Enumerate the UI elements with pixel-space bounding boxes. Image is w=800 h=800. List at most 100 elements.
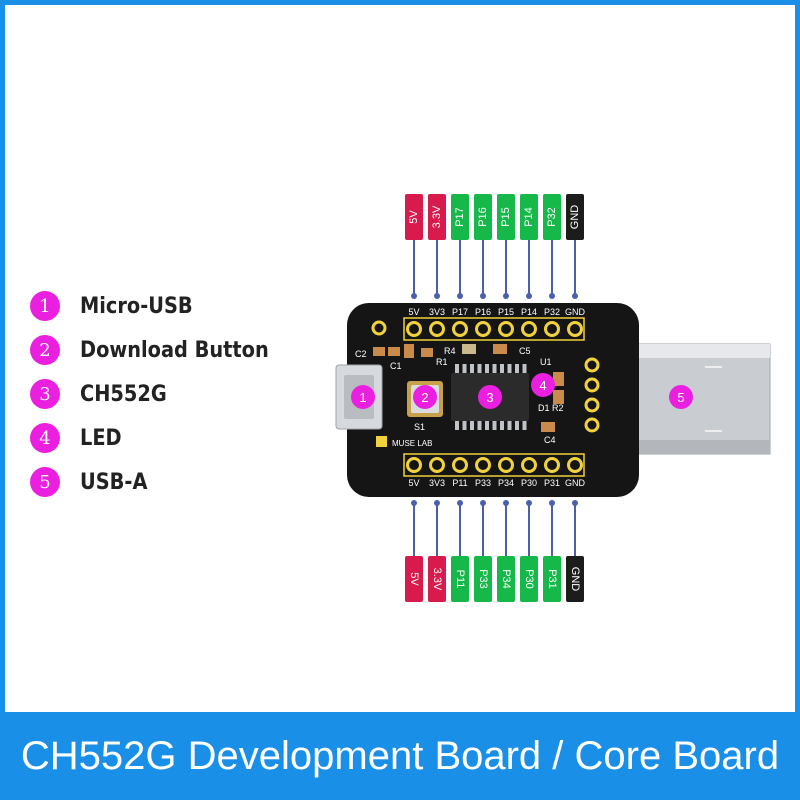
- legend-label: CH552G: [80, 381, 167, 407]
- header-pad: [544, 321, 560, 337]
- pin-label-box: [474, 556, 492, 602]
- pin-label-text: P14: [523, 207, 535, 227]
- pin-label-box: [428, 556, 446, 602]
- silk-pin-label-5v: 5V: [408, 307, 419, 317]
- header-pad: [521, 321, 537, 337]
- pin-lead-dot: [411, 500, 417, 506]
- pin-lead-dot: [434, 293, 440, 299]
- pin-label-box: [520, 194, 538, 240]
- legend-label: LED: [80, 425, 122, 451]
- pin-label-text: P34: [500, 569, 512, 589]
- pin-label-text: 3.3V: [431, 205, 443, 228]
- pin-label-p14: P14: [520, 194, 538, 240]
- pin-label-text: 3.3V: [431, 568, 443, 591]
- label-s1: S1: [414, 422, 425, 432]
- label-r1: R1: [436, 357, 448, 367]
- pin-label-5v: 5V: [405, 556, 423, 602]
- label-d1: D1: [538, 403, 550, 413]
- chip-leg: [507, 364, 512, 374]
- numbered-markers: 1 2 3 4 5: [351, 373, 693, 409]
- header-pad: [406, 457, 422, 473]
- pin-label-p31: P31: [543, 556, 561, 602]
- pin-label-box: [451, 556, 469, 602]
- pin-label-box: [543, 194, 561, 240]
- pin-label-p30: P30: [520, 556, 538, 602]
- pin-label-p34: P34: [497, 556, 515, 602]
- bottom-pin-leads: [411, 500, 578, 556]
- chip-leg: [522, 364, 527, 374]
- pin-label-p15: P15: [497, 194, 515, 240]
- board-illustration: C2 C1 R4 R1 C5 U1 D1 R2 C4 S1 MUSE LAB 5…: [335, 194, 771, 602]
- pin-lead-dot: [434, 500, 440, 506]
- pin-label-box: [543, 556, 561, 602]
- chip-leg: [455, 420, 459, 430]
- label-u1: U1: [540, 357, 552, 367]
- legend-item-micro-usb: 1 Micro-USB: [30, 290, 208, 322]
- svg-text:5: 5: [677, 390, 684, 405]
- silkscreen-labels: C2 C1 R4 R1 C5 U1 D1 R2 C4 S1 MUSE LAB: [355, 346, 564, 448]
- header-pad: [498, 321, 514, 337]
- silk-pin-label-gnd: GND: [565, 478, 586, 488]
- top-pin-leads: [411, 240, 578, 299]
- header-pad: [567, 457, 583, 473]
- label-c2: C2: [355, 349, 367, 359]
- pin-label-text: P16: [477, 207, 489, 227]
- label-c1: C1: [390, 361, 402, 371]
- header-pad: [452, 321, 468, 337]
- pin-label-box: [566, 556, 584, 602]
- pin-lead-dot: [503, 293, 509, 299]
- svg-text:1: 1: [359, 390, 366, 405]
- legend-item-ch552g: 3 CH552G: [30, 378, 179, 410]
- legend-item-usb-a: 5 USB-A: [30, 466, 157, 498]
- legend-number-marker: 3: [30, 379, 60, 409]
- chip-leg: [485, 420, 489, 430]
- silk-pin-label-p15: P15: [498, 307, 514, 317]
- pin-label-text: P33: [477, 569, 489, 589]
- pin-label-p17: P17: [451, 194, 469, 240]
- bottom-pin-header: [403, 453, 585, 477]
- smd-components: [371, 320, 564, 447]
- header-pad: [544, 457, 560, 473]
- pin-label-text: P30: [523, 569, 535, 589]
- silk-pin-label-p16: P16: [475, 307, 491, 317]
- silk-pin-label-3v3: 3V3: [429, 307, 445, 317]
- silk-pin-label-p11: P11: [452, 478, 467, 488]
- pin-lead-dot: [411, 293, 417, 299]
- pin-label-3-3v: 3.3V: [428, 194, 446, 240]
- legend-number-marker: 4: [30, 423, 60, 453]
- chip-leg: [492, 420, 497, 430]
- pin-label-text: P32: [546, 207, 558, 227]
- pin-lead-dot: [549, 293, 555, 299]
- header-pad: [429, 321, 445, 337]
- chip-leg: [500, 420, 504, 430]
- pin-lead-dot: [572, 293, 578, 299]
- marker-download-button: 2: [413, 385, 437, 409]
- legend-label: USB-A: [80, 469, 148, 495]
- pin-lead-dot: [480, 293, 486, 299]
- pin-lead-dot: [572, 500, 578, 506]
- chip-leg: [477, 420, 482, 430]
- label-c4: C4: [544, 435, 556, 445]
- pin-lead-dot: [480, 500, 486, 506]
- chip-leg: [470, 420, 474, 430]
- chip-leg: [470, 364, 474, 374]
- svg-text:4: 4: [539, 378, 546, 393]
- pin-lead-dot: [457, 293, 463, 299]
- pin-label-box: [428, 194, 446, 240]
- chip-leg: [515, 364, 519, 374]
- legend-label: Micro-USB: [80, 293, 193, 319]
- silk-pin-label-gnd: GND: [565, 307, 586, 317]
- pin-label-box: [451, 194, 469, 240]
- usb-a-solder-pads: [584, 357, 600, 433]
- chip-leg: [515, 420, 519, 430]
- legend-item-download-button: 2 Download Button: [30, 334, 295, 366]
- pin-label-3-3v: 3.3V: [428, 556, 446, 602]
- header-pad: [521, 457, 537, 473]
- silk-pin-label-p32: P32: [544, 307, 560, 317]
- label-r4: R4: [444, 346, 456, 356]
- pin-label-text: GND: [569, 205, 581, 230]
